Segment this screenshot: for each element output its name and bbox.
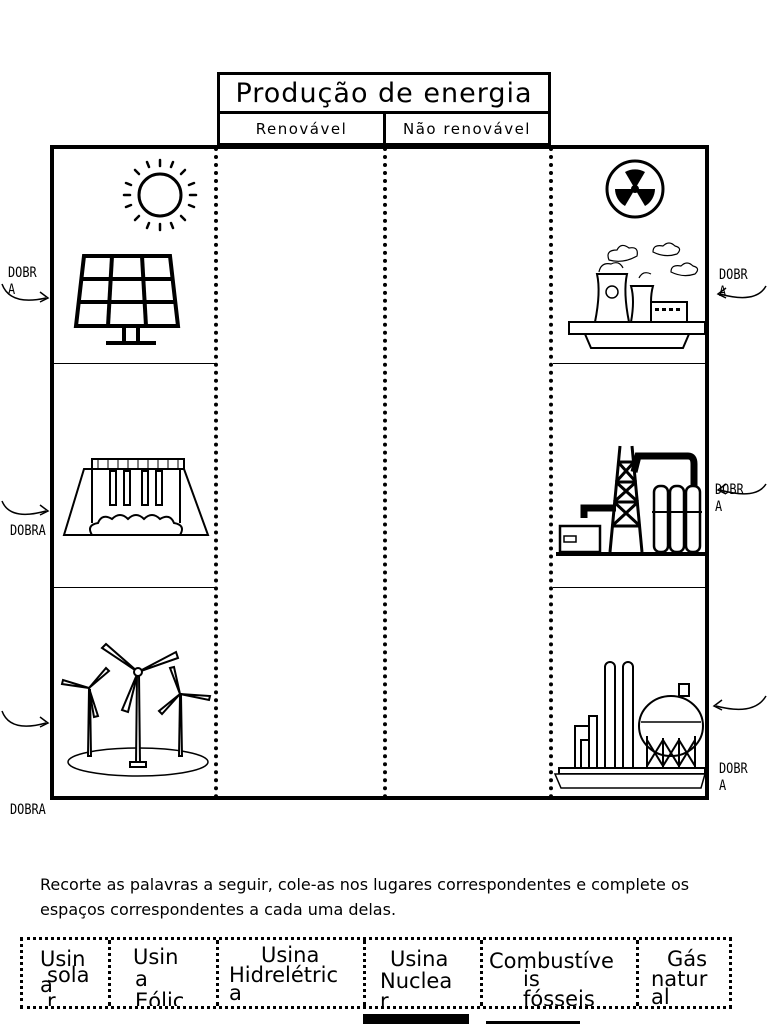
hydroelectric-dam-icon [62,458,210,536]
card-usina-eolica[interactable]: Usin a Eólic a [111,940,216,1007]
card-text: sola [47,963,90,987]
card-separator [216,940,219,1006]
page-title-text: Produção de energia [235,77,533,109]
gas-plant-icon [553,661,706,789]
card-gas-natural[interactable]: Gás natur al [639,940,729,1007]
fold-arrow-right-top [716,285,767,299]
nonrenewable-header-text: Não renovável [403,119,531,138]
fold-arrow-right-middle [716,483,767,495]
right-panel-divider-2 [553,587,705,588]
center-divider [383,147,387,799]
card-separator [363,940,366,1006]
card-text: Hidrelétric [229,963,339,987]
card-text: r [380,989,389,1007]
card-text: Nuclea [380,969,453,993]
card-separator [636,940,639,1006]
fold-label-right-middle: DOBR A [715,482,744,515]
card-usina-nuclear[interactable]: Usina Nuclea r [366,940,480,1007]
cropped-black-line [486,1021,580,1024]
fold-label-left-bottom: DOBRA [10,802,46,818]
fold-label-left-top: DOBR A [8,265,37,298]
card-text: r [47,989,56,1007]
fold-label-left-middle: DOBRA [10,523,46,539]
nuclear-plant-icon [568,242,706,349]
solar-panel-icon [73,254,181,345]
sun-icon [122,158,198,232]
card-text: Gás [667,947,708,971]
right-panel-divider-1 [553,363,705,364]
fold-line-left [214,147,218,799]
nonrenewable-header: Não renovável [386,114,551,146]
instructions-text: Recorte as palavras a seguir, cole-as no… [40,875,690,919]
fold-line-right [549,147,553,799]
card-text: a [40,973,53,997]
card-text: Usina [261,943,320,967]
fold-arrow-left-middle [1,500,50,516]
left-panel-divider-2 [54,587,216,588]
card-usina-hidreletrica[interactable]: Usina Hidrelétric a [219,940,363,1006]
card-usina-solar[interactable]: Usin sola a r [23,940,108,1007]
card-text: Combustíve [489,949,614,973]
card-text: Usina [390,947,449,971]
card-text: Eólic [135,989,185,1007]
oil-rig-icon [556,445,706,556]
worksheet-frame [50,145,709,800]
card-text: is [523,967,540,991]
fold-label-right-bottom: DOBR A [719,761,748,794]
fold-arrow-left-top [1,283,50,303]
wind-turbines-icon [60,642,212,777]
cutout-cards: Usin sola a r Usin a Eólic a Usina Hidre… [20,937,732,1009]
card-text: a [135,967,148,991]
card-combustiveis-fosseis[interactable]: Combustíve is fósseis [483,940,636,1007]
card-separator [108,940,111,1006]
page-title: Produção de energia [217,72,551,114]
card-text: al [651,985,670,1007]
card-text: a [229,981,242,1005]
card-text: natur [651,967,708,991]
radioactive-symbol-icon [605,159,665,219]
card-text: Usin [133,945,179,969]
card-text: Usin [40,947,86,971]
fold-arrow-right-bottom [712,695,767,711]
renewable-header: Renovável [217,114,386,146]
renewable-header-text: Renovável [255,119,348,138]
fold-arrow-left-bottom [1,710,50,728]
left-panel-divider-1 [54,363,216,364]
fold-label-right-top: DOBR A [719,267,748,300]
card-text: fósseis [523,987,595,1007]
card-separator [480,940,483,1006]
cropped-black-bar [363,1014,469,1024]
